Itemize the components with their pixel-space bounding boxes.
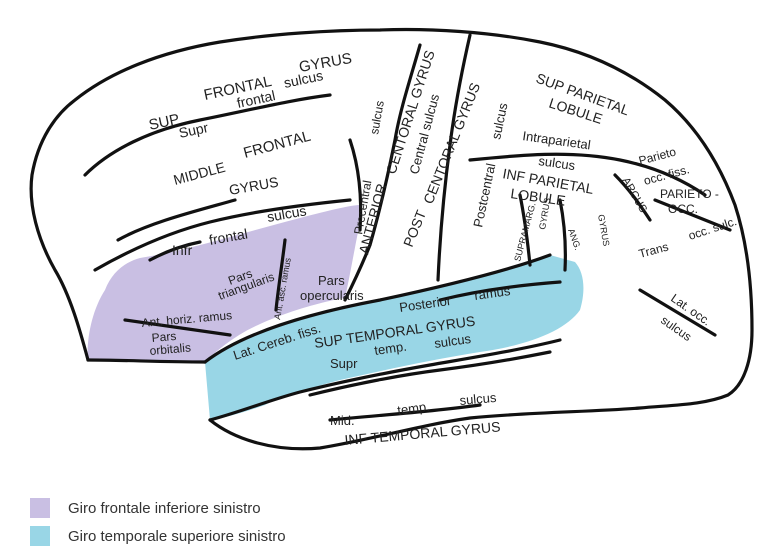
legend-swatch-temporal [30, 526, 50, 546]
label-supr-temp: Supr [330, 356, 358, 371]
label-mid: Mid. [330, 413, 355, 428]
label-middle: MIDDLE [172, 159, 227, 188]
label-temp-mid: temp. [396, 399, 430, 418]
label-infr: Infr [172, 242, 193, 258]
label-parieto: Parieto [637, 144, 678, 167]
label-sup: SUP [147, 111, 181, 134]
legend: Giro frontale inferiore sinistro Giro te… [30, 496, 286, 552]
label-sulcus-top: sulcus [282, 67, 324, 91]
legend-label-temporal: Giro temporale superiore sinistro [68, 528, 286, 545]
label-occ: OCC. [668, 202, 698, 216]
label-parieto-occ: PARIETO - [660, 187, 719, 201]
label-gyrus-middle: GYRUS [228, 174, 280, 198]
legend-label-frontal: Giro frontale inferiore sinistro [68, 500, 261, 517]
label-supr: Supr [177, 119, 210, 141]
label-trans: Trans [637, 240, 670, 261]
legend-item-frontal: Giro frontale inferiore sinistro [30, 496, 286, 520]
label-sulcus-intra: sulcus [538, 153, 577, 173]
legend-swatch-frontal [30, 498, 50, 518]
label-postcentral: Postcentral [470, 162, 498, 229]
label-post: POST [400, 207, 429, 249]
label-sulcus-mid: sulcus [459, 390, 498, 408]
label-pars-opercularis-1: Pars [318, 273, 345, 288]
legend-item-temporal: Giro temporale superiore sinistro [30, 524, 286, 548]
label-occ-sulc: occ. sulc. [687, 214, 739, 243]
label-pars-opercularis-2: opercularis [300, 288, 364, 303]
label-ang: ANG. [566, 227, 583, 251]
label-sulcus-pre: sulcus [367, 100, 387, 136]
label-sulcus-post: sulcus [488, 101, 510, 141]
label-inf-temporal-gyrus: INF TEMPORAL GYRUS [344, 418, 501, 448]
label-intraparietal: Intraparietal [522, 128, 592, 152]
label-frontal-middle: FRONTAL [242, 128, 313, 162]
label-gyrus-ang: GYRUS [596, 214, 611, 247]
brain-outline [31, 30, 752, 449]
label-supramarg: SUPRAMARG. [512, 201, 537, 262]
